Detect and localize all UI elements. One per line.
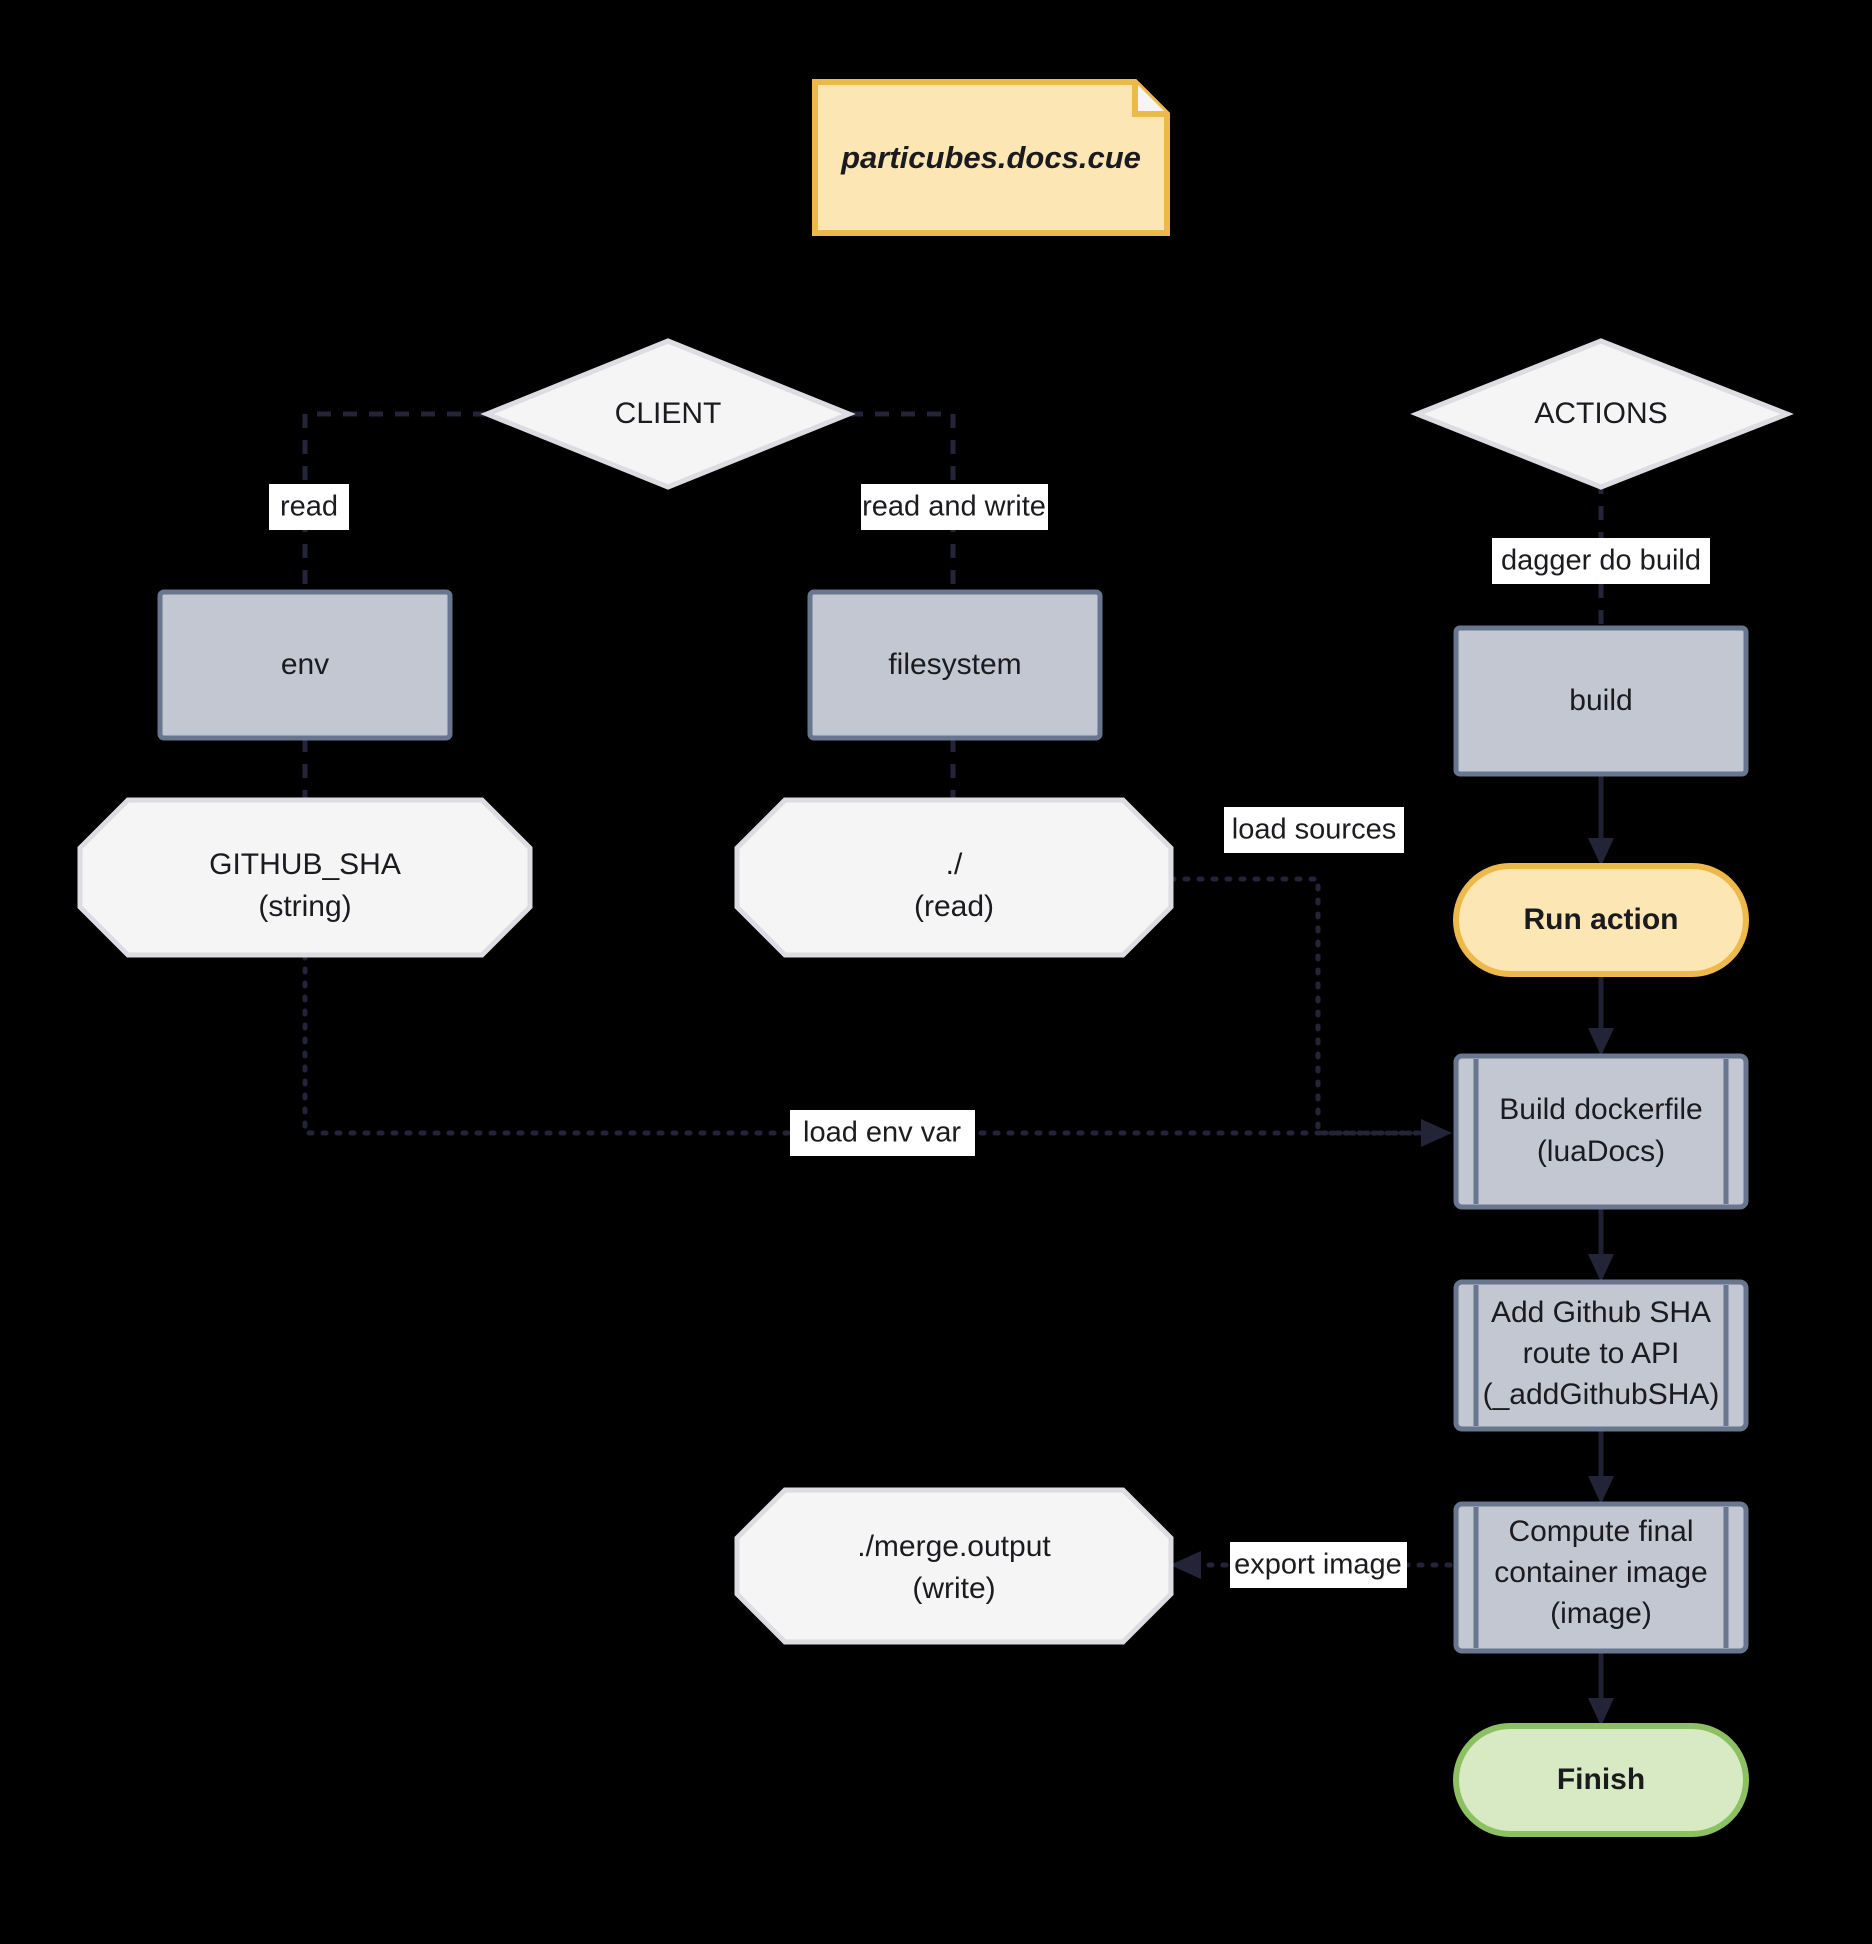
compute-image-label-line3: (image)	[1550, 1597, 1652, 1630]
edge-label-load-sources-text: load sources	[1232, 814, 1396, 846]
node-client-diamond[interactable]: CLIENT	[480, 338, 856, 490]
actions-label: ACTIONS	[1534, 397, 1667, 430]
edge-load-sources	[1168, 876, 1431, 1136]
edge-label-export-image-text: export image	[1234, 1549, 1402, 1581]
add-sha-label-line3: (_addGithubSHA)	[1483, 1378, 1720, 1411]
env-label: env	[281, 648, 329, 681]
edge-run-action-to-build-dockerfile	[1588, 974, 1614, 1056]
edge-label-read-and-write-text: read and write	[862, 491, 1046, 523]
build-label: build	[1569, 684, 1632, 717]
edge-client-to-env	[302, 411, 487, 592]
edge-add-sha-to-compute-image	[1588, 1429, 1614, 1504]
node-merge-output[interactable]: ./merge.output (write)	[734, 1487, 1174, 1645]
run-action-label: Run action	[1524, 903, 1679, 936]
filesystem-label: filesystem	[888, 648, 1021, 681]
edge-client-to-filesystem	[849, 411, 956, 592]
merge-output-label-line1: ./merge.output	[857, 1530, 1051, 1563]
compute-image-label-line2: container image	[1494, 1556, 1707, 1589]
node-note-particubes-docs-cue[interactable]: particubes.docs.cue	[812, 79, 1170, 236]
build-dockerfile-label-line2: (luaDocs)	[1537, 1135, 1665, 1168]
edge-label-read-and-write: read and write	[861, 484, 1048, 530]
dot-slash-label-line1: ./	[946, 848, 963, 881]
node-build-dockerfile[interactable]: Build dockerfile (luaDocs)	[1453, 1053, 1749, 1210]
dot-slash-label-line2: (read)	[914, 890, 994, 923]
edge-compute-image-to-finish	[1588, 1651, 1614, 1726]
edge-label-load-env-var-text: load env var	[803, 1117, 961, 1149]
node-run-action[interactable]: Run action	[1453, 863, 1749, 977]
edge-build-dockerfile-to-add-sha	[1588, 1207, 1614, 1282]
note-label: particubes.docs.cue	[840, 140, 1141, 175]
edge-label-read: read	[269, 484, 349, 530]
node-add-github-sha[interactable]: Add Github SHA route to API (_addGithubS…	[1453, 1279, 1749, 1432]
node-env[interactable]: env	[157, 589, 453, 741]
compute-image-label-line1: Compute final	[1508, 1515, 1693, 1548]
add-sha-label-line2: route to API	[1523, 1337, 1680, 1370]
build-dockerfile-label-line1: Build dockerfile	[1499, 1093, 1702, 1126]
node-dot-slash-read[interactable]: ./ (read)	[734, 797, 1174, 958]
node-compute-image[interactable]: Compute final container image (image)	[1453, 1501, 1749, 1654]
edge-label-load-env-var: load env var	[790, 1110, 975, 1156]
merge-output-label-line2: (write)	[912, 1572, 995, 1605]
edge-label-dagger-do-build-text: dagger do build	[1501, 545, 1701, 577]
edge-label-dagger-do-build: dagger do build	[1492, 538, 1710, 584]
node-finish[interactable]: Finish	[1453, 1723, 1749, 1837]
finish-label: Finish	[1557, 1763, 1645, 1796]
node-github-sha[interactable]: GITHUB_SHA (string)	[77, 797, 533, 958]
edge-label-read-text: read	[280, 491, 338, 523]
add-sha-label-line1: Add Github SHA	[1491, 1296, 1711, 1329]
edge-label-load-sources: load sources	[1224, 807, 1404, 853]
github-sha-label-line1: GITHUB_SHA	[209, 848, 401, 881]
node-build[interactable]: build	[1453, 625, 1749, 777]
github-sha-label-line2: (string)	[258, 890, 351, 923]
node-filesystem[interactable]: filesystem	[807, 589, 1103, 741]
node-actions-diamond[interactable]: ACTIONS	[1410, 338, 1794, 490]
edge-label-export-image: export image	[1230, 1542, 1407, 1588]
edge-build-to-run-action	[1588, 774, 1614, 866]
client-label: CLIENT	[615, 397, 722, 430]
edge-load-env-var	[302, 952, 1452, 1147]
